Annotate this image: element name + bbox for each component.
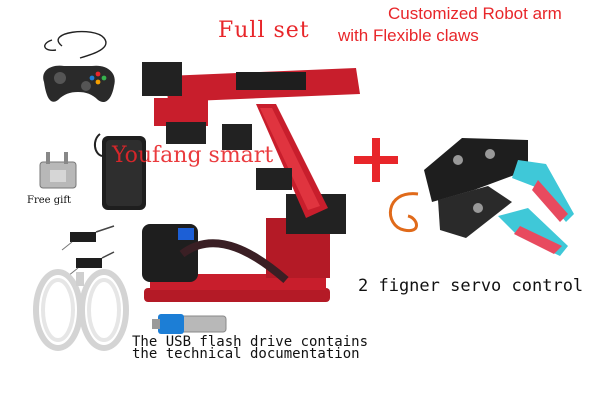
usb-caption-line1: The USB flash drive contains: [132, 334, 369, 350]
usb-flash-drive-icon: [152, 314, 227, 334]
plug-icon: [39, 152, 77, 189]
power-adapter-icon: [94, 133, 146, 210]
plus-icon: [352, 136, 400, 184]
gamepad-icon: [43, 30, 115, 103]
usb-caption-line2: the technical documentation: [132, 346, 360, 362]
watermark-text: Youfang smart: [112, 143, 274, 168]
headline-full-set: Full set: [218, 18, 310, 43]
free-gift-label: Free gift: [27, 195, 72, 206]
gripper-claw-icon: [388, 138, 574, 256]
robot-arm-icon: [142, 62, 360, 302]
headline-customized: Customized Robot arm: [388, 4, 562, 23]
headline-claws: with Flexible claws: [338, 26, 479, 45]
usb-cable-icon: [33, 269, 129, 351]
usb-caption: The USB flash drive contains the technic…: [132, 334, 369, 362]
servo-caption: 2 figner servo control: [358, 276, 584, 296]
